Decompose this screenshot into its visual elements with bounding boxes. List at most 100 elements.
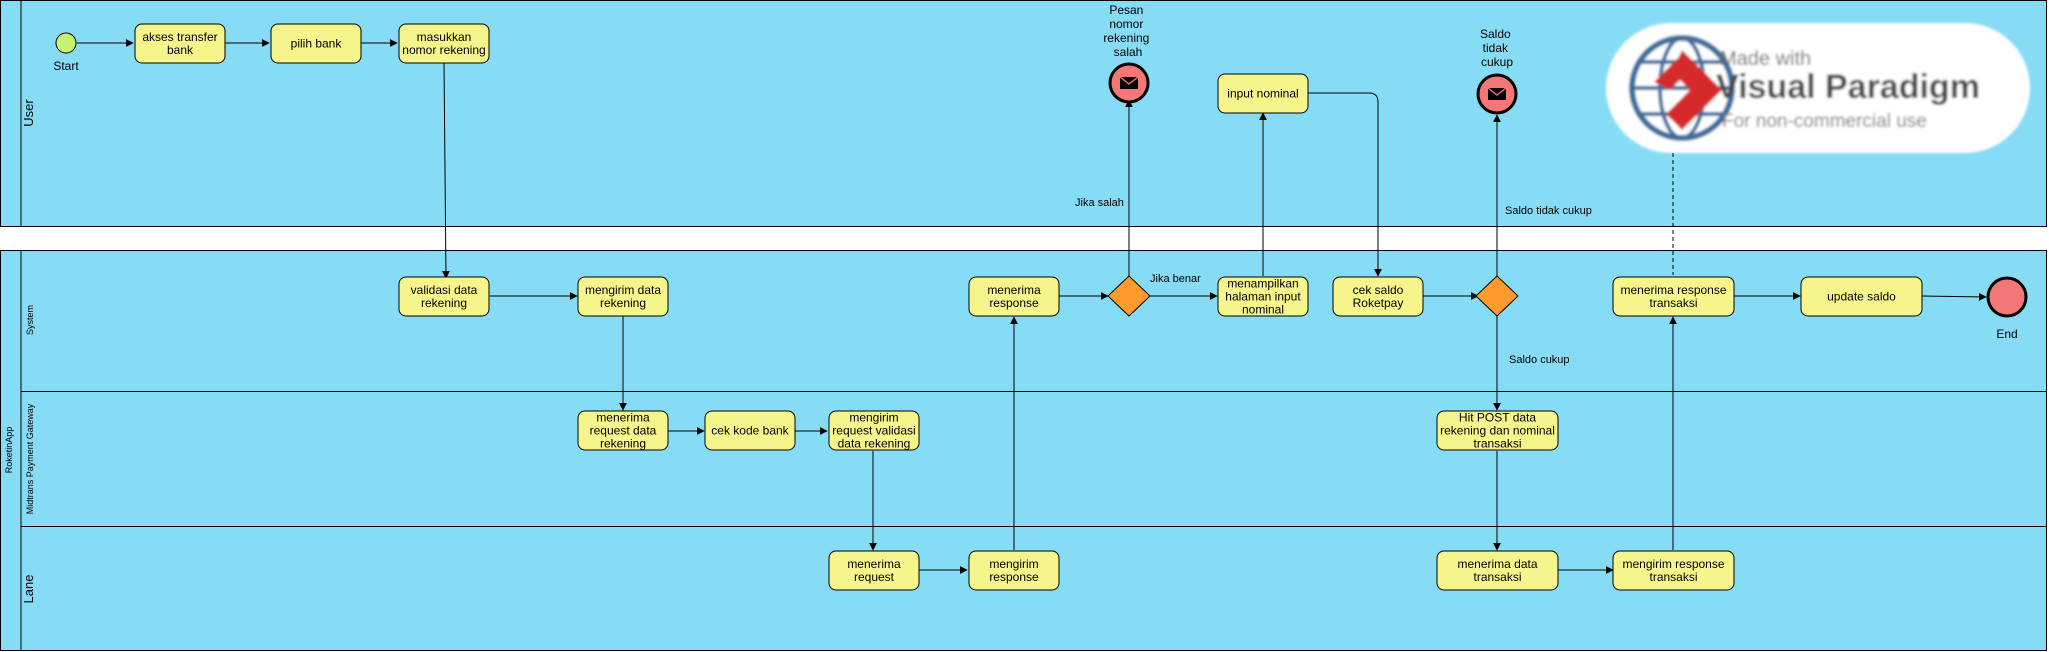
task-label-line: halaman input [1225,290,1301,304]
task-label-line: masukkan [417,30,472,44]
task-box [1332,276,1424,317]
task-input-nominal[interactable]: input nominal [1217,73,1309,114]
lane-label-system: System [25,305,35,335]
task-label-line: transaksi [1473,570,1521,584]
task-box [968,550,1060,591]
task-label-line: transaksi [1649,296,1697,310]
task-label-line: rekening [421,296,467,310]
envelope-icon [1119,76,1139,89]
app-pool-label: RoketinApp [4,427,14,474]
task-box [134,23,226,64]
task-update-saldo[interactable]: update saldo [1800,276,1923,317]
task-label-line: Roketpay [1353,296,1404,310]
label-saldo-tidak-cukup: Saldo tidak cukup [1505,205,1592,217]
task-label-line: Hit POST data [1459,411,1536,425]
task-box [577,410,669,451]
task-pilih-bank[interactable]: pilih bank [270,23,362,64]
task-label-line: mengirim [989,557,1038,571]
end-event[interactable]: End [1986,276,2028,341]
task-cek-kode-bank[interactable]: cek kode bank [704,410,796,451]
start-event[interactable]: Start [53,32,79,73]
task-box [1612,276,1735,317]
gateway-validasi[interactable] [1107,275,1151,317]
task-label-line: cek saldo [1353,283,1404,297]
label-jika-salah: Jika salah [1075,197,1124,209]
task-label: update saldo [1827,290,1896,304]
task-label-line: pilih bank [291,37,343,51]
task-box [398,276,490,317]
lane-label-midtrans: Midtrans Payment Gateway [25,403,35,514]
task-box [704,410,796,451]
task-label: input nominal [1227,87,1298,101]
task-box [1612,550,1735,591]
task-label-line: menerima response [1620,283,1726,297]
task-label: pilih bank [291,37,343,51]
end-event-shape [1986,276,2028,318]
task-box [1217,276,1309,317]
task-label-line: nominal [1242,303,1284,317]
task-label-line: request validasi [832,424,915,438]
task-label-line: request [854,570,895,584]
message-label-line: tidak [1483,41,1509,55]
watermark-line2: Visual Paradigm [1716,68,1980,106]
message-event-label: Pesan nomor rekening salah [1103,3,1152,59]
task-box [270,23,362,64]
watermark-line1: Made with [1720,48,1811,70]
task-label-line: data rekening [838,437,911,451]
task-label: cek kode bank [711,424,789,438]
task-box [828,410,920,451]
task-box [1217,73,1309,114]
task-label-line: menerima [987,283,1041,297]
message-label-line: Saldo [1480,27,1511,41]
envelope-icon [1487,87,1507,100]
task-label-line: input nominal [1227,87,1298,101]
task-label-line: validasi data [411,283,478,297]
start-event-label: Start [53,59,79,73]
task-label-line: akses transfer [142,30,217,44]
task-box [828,550,920,591]
flow-update-end [1921,292,1987,301]
task-label-line: menerima data [1457,557,1537,571]
gateway-saldo[interactable] [1475,275,1519,317]
task-box [1436,550,1559,591]
task-label-line: menerima [596,411,650,425]
task-label-line: transaksi [1649,570,1697,584]
message-label-line: nomor [1109,17,1143,31]
end-event-label: End [1996,327,2017,341]
user-pool-label: User [21,99,36,127]
globe-icon [1629,35,1735,141]
label-jika-benar: Jika benar [1150,273,1201,285]
flow-input-ceksaldo [1308,92,1382,277]
task-label-line: menampilkan [1227,277,1298,291]
watermark: Made with Visual Paradigm For non-commer… [1606,23,2030,275]
message-event-saldo-tidak-cukup[interactable]: Saldo tidak cukup [1476,27,1518,115]
message-event-rekening-salah[interactable]: Pesan nomor rekening salah [1103,3,1152,104]
message-label-line: rekening [1103,31,1149,45]
task-label-line: menerima [847,557,901,571]
